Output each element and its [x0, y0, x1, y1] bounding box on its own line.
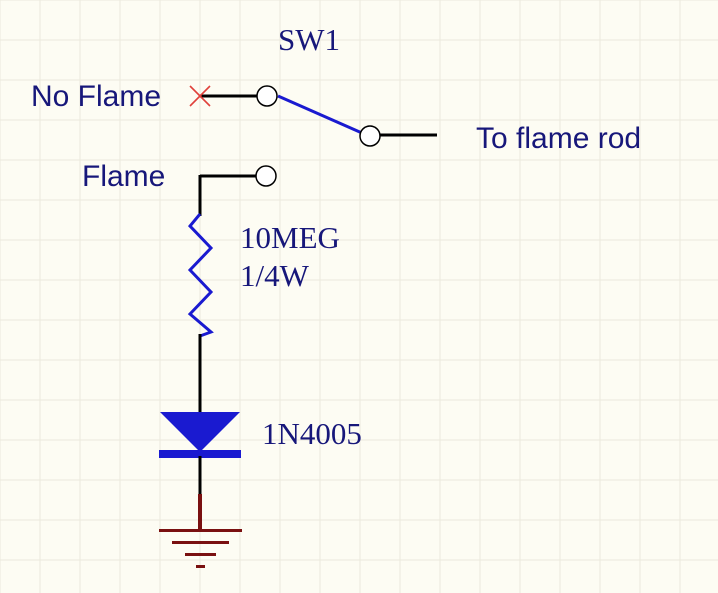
- net-label-output: To flame rod: [476, 122, 641, 155]
- resistor-rating: 1/4W: [240, 258, 310, 293]
- switch-blade: [277, 94, 363, 135]
- switch-sw1[interactable]: SW1: [189, 22, 437, 187]
- resistor-zigzag: [187, 213, 214, 338]
- diode-1n4005[interactable]: 1N4005: [159, 412, 362, 458]
- no-connect-marker: [189, 85, 211, 107]
- switch-pin-common: [359, 125, 381, 147]
- resistor-10meg[interactable]: 10MEG 1/4W: [187, 213, 340, 338]
- diode-part: 1N4005: [262, 416, 362, 451]
- net-label-no-flame: No Flame: [31, 80, 161, 113]
- switch-pin-flame: [255, 165, 277, 187]
- ground-symbol: [159, 494, 242, 568]
- diode-cathode-bar: [159, 450, 241, 458]
- resistor-value: 10MEG: [240, 220, 340, 255]
- switch-designator: SW1: [278, 22, 340, 57]
- net-label-flame: Flame: [82, 160, 165, 193]
- diode-triangle: [160, 412, 240, 452]
- switch-pin-no-flame: [256, 85, 278, 107]
